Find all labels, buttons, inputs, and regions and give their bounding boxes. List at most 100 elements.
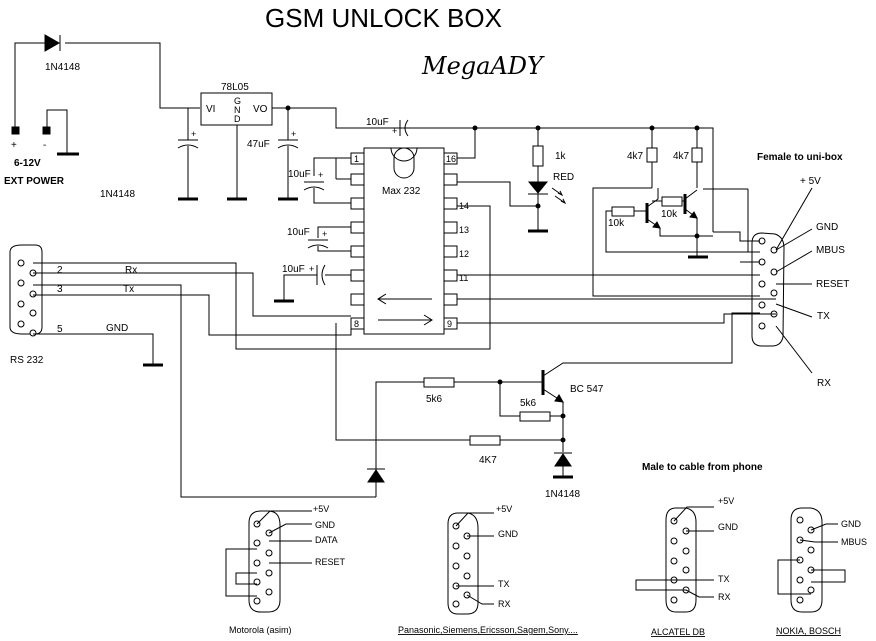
cap1-label: 10uF (288, 169, 311, 180)
mbus-transistors: 4k7 4k7 10k 10k (592, 125, 760, 297)
r-4k7-right: 4k7 (673, 151, 690, 162)
panasonic-tx: TX (498, 579, 510, 589)
power-section: 1N4148 + - 6-12V EXT POWER 1N4148 + 78L0… (4, 34, 476, 201)
diode-mid-label: 1N4148 (100, 189, 135, 200)
regulator-name: 78L05 (221, 82, 249, 93)
svg-text:D: D (234, 114, 241, 124)
unibox-tx: TX (817, 311, 830, 322)
nokia-gnd: GND (841, 519, 862, 529)
bc547-label: BC 547 (570, 384, 604, 395)
pin-11: 11 (459, 273, 468, 283)
led-label: RED (553, 172, 574, 183)
led-resistor (532, 145, 544, 167)
diode-top-label: 1N4148 (45, 62, 80, 73)
led-resistor-label: 1k (555, 151, 567, 162)
arrow-right-icon (378, 314, 433, 326)
unibox-connector: Female to uni-box + 5V GND MBUS RESET TX… (457, 152, 849, 389)
alcatel-gnd: GND (718, 522, 739, 532)
rs232-rx: Rx (125, 265, 137, 276)
r-5k6-b: 5k6 (520, 398, 537, 409)
pin-8: 8 (354, 319, 359, 329)
phone-cables-heading: Male to cable from phone (642, 462, 763, 473)
rs232-label: RS 232 (10, 355, 44, 366)
led-section: 1k RED (457, 125, 652, 233)
cap4-plus: + (309, 264, 314, 274)
motorola-name: Motorola (asim) (229, 625, 292, 635)
nokia-mbus: MBUS (841, 537, 867, 547)
rs232-pin3: 3 (57, 284, 63, 295)
power-plus-terminal (11, 126, 20, 135)
led-icon (527, 181, 567, 205)
r-4k7-bottom: 4K7 (479, 455, 497, 466)
unibox-gnd: GND (816, 222, 838, 233)
cap2-label: 10uF (366, 117, 389, 128)
power-input-label: 6-12V (14, 158, 41, 169)
bc547-section: 4K7 5k6 5k6 BC 547 1N4148 (335, 312, 760, 500)
pin-13: 13 (459, 225, 469, 235)
cap-out-label: 47uF (247, 139, 270, 150)
alcatel-rx: RX (718, 592, 731, 602)
alcatel-connector: +5V GND TX RX ALCATEL DB (635, 496, 739, 637)
rs232-tx: Tx (123, 284, 134, 295)
motorola-connector: +5V GND DATA RESET Motorola (asim) (225, 504, 346, 635)
page-title: GSM UNLOCK BOX (265, 3, 502, 33)
regulator-gnd: G N D (234, 96, 241, 124)
unibox-5v: + 5V (800, 176, 821, 187)
power-minus-sign: - (43, 140, 46, 151)
pin-12: 12 (459, 249, 469, 259)
diode-tx-icon (367, 468, 385, 483)
cap3-label: 10uF (287, 227, 310, 238)
power-minus-terminal (42, 126, 51, 135)
cap4-label: 10uF (282, 264, 305, 275)
panasonic-name: Panasonic,Siemens,Ericsson,Sagem,Sony...… (398, 625, 578, 635)
unibox-rx: RX (817, 378, 831, 389)
r-10k-right: 10k (661, 209, 678, 220)
alcatel-tx: TX (718, 574, 730, 584)
pin-1: 1 (354, 154, 359, 164)
r-10k-left: 10k (608, 218, 625, 229)
nokia-name: NOKIA, BOSCH (776, 626, 841, 636)
motorola-data: DATA (315, 535, 338, 545)
cap-out-plus: + (291, 129, 296, 139)
alcatel-5v: +5V (718, 496, 734, 506)
power-plus-sign: + (11, 140, 17, 151)
max232-section: Max 232 1 16 14 13 12 11 8 9 (274, 117, 478, 335)
panasonic-5v: +5V (496, 504, 512, 514)
unibox-reset: RESET (816, 279, 849, 290)
cap3-plus: + (322, 229, 327, 239)
alcatel-name: ALCATEL DB (651, 627, 705, 637)
diode-bottom-icon (554, 452, 572, 467)
max232-label: Max 232 (382, 186, 421, 197)
cap2-plus: + (392, 126, 397, 136)
unibox-mbus: MBUS (816, 245, 845, 256)
motorola-5v: +5V (313, 504, 329, 514)
motorola-gnd: GND (315, 520, 336, 530)
motorola-reset: RESET (315, 557, 346, 567)
power-input-label2: EXT POWER (4, 176, 65, 187)
svg-text:G: G (234, 96, 241, 106)
r-4k7-left: 4k7 (627, 151, 644, 162)
rs232-connector: RS 232 2 3 5 Rx Tx GND (9, 205, 491, 498)
r-5k6-a: 5k6 (426, 394, 443, 405)
panasonic-rx: RX (498, 599, 511, 609)
cap-in-plus: + (191, 129, 196, 139)
bc547-transistor-icon (541, 312, 760, 416)
max232-chip (363, 147, 445, 335)
transistor-1-icon (645, 188, 661, 229)
transistor-2-icon (683, 189, 698, 236)
regulator-vo: VO (253, 104, 268, 115)
nokia-connector: GND MBUS NOKIA, BOSCH (776, 507, 867, 636)
diode-bottom-label: 1N4148 (545, 489, 580, 500)
diode-top-icon (44, 34, 61, 52)
svg-text:N: N (234, 105, 241, 115)
author-signature: MegaADY (421, 52, 545, 80)
panasonic-connector: +5V GND TX RX Panasonic,Siemens,Ericsson… (398, 504, 578, 635)
rs232-pin5: 5 (57, 324, 63, 335)
pin-9: 9 (447, 319, 452, 329)
panasonic-gnd: GND (498, 529, 519, 539)
pin-16: 16 (446, 154, 456, 164)
rs232-pin2: 2 (57, 265, 63, 276)
regulator-vi: VI (206, 104, 215, 115)
cap1-plus: + (318, 170, 323, 180)
